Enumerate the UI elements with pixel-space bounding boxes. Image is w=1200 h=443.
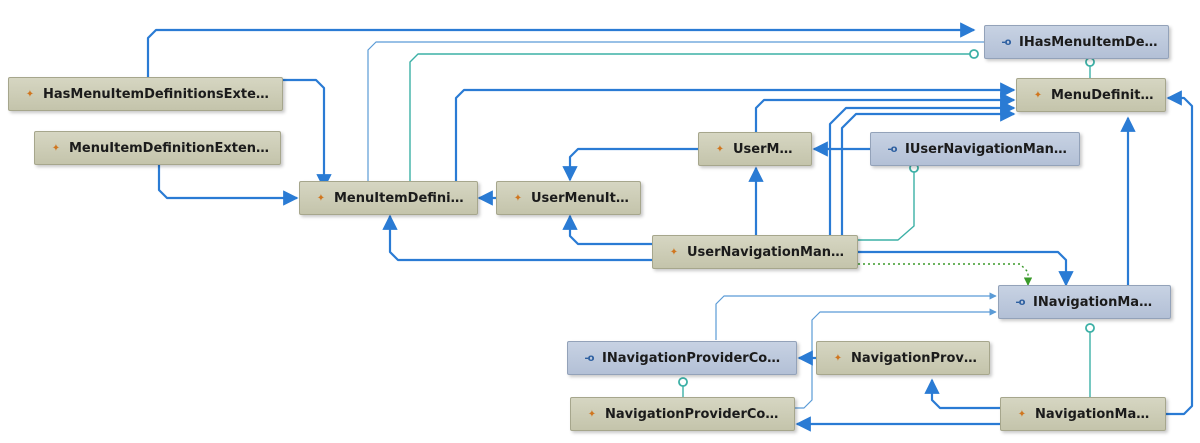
edge-usernavigationmanager-to-usermenuitem xyxy=(562,214,652,246)
edge-usermenu-to-menudefinition xyxy=(754,92,1016,132)
static-class-icon: ✦ xyxy=(25,88,35,100)
class-icon: ✦ xyxy=(513,192,523,204)
edge-hmide-to-ihasmenuitemdefinitions xyxy=(146,22,976,77)
node-has-menu-item-definitions-extensions[interactable]: ✦ HasMenuItemDefinitionsExtensions xyxy=(8,77,283,111)
edge-inavigationprovidercontext-to-inavigationmanager xyxy=(715,292,997,340)
edge-navigationmanager-to-navigationprovider xyxy=(924,378,1000,410)
node-user-menu[interactable]: ✦ UserMenu xyxy=(698,132,812,166)
node-label: NavigationProvider xyxy=(851,350,979,366)
node-navigation-provider-context[interactable]: ✦ NavigationProviderContext xyxy=(570,397,795,431)
class-icon: ✦ xyxy=(833,352,843,364)
interface-icon: -o xyxy=(584,352,594,364)
class-icon: ✦ xyxy=(715,143,725,155)
node-label: MenuDefinition xyxy=(1051,87,1155,103)
node-i-user-navigation-manager[interactable]: -o IUserNavigationManager xyxy=(870,132,1080,166)
node-label: MenuItemDefinition xyxy=(334,190,467,206)
node-label: MenuItemDefinitionExtensions xyxy=(69,140,270,156)
node-label: HasMenuItemDefinitionsExtensions xyxy=(43,86,272,102)
node-navigation-provider[interactable]: ✦ NavigationProvider xyxy=(816,341,990,375)
edge-usernavigationmanager-depends-inavigationmanager xyxy=(858,263,1033,286)
node-label: INavigationProviderContext xyxy=(602,350,786,366)
node-user-navigation-manager[interactable]: ✦ UserNavigationManager xyxy=(652,235,858,269)
edge-usernavigationmanager-to-iusernavigationmanager xyxy=(858,163,919,241)
node-menu-definition[interactable]: ✦ MenuDefinition xyxy=(1016,78,1166,112)
edge-navigationmanager-to-menudefinition xyxy=(1166,90,1194,416)
node-user-menu-item[interactable]: ✦ UserMenuItem xyxy=(496,181,641,215)
node-i-has-menu-item-definitions[interactable]: -o IHasMenuItemDefinitions xyxy=(984,25,1169,59)
node-label: NavigationManager xyxy=(1035,406,1155,422)
interface-icon: -o xyxy=(1015,296,1025,308)
node-label: UserMenu xyxy=(733,141,801,157)
edge-hmide-to-menuitemdefinition xyxy=(283,78,332,190)
node-menu-item-definition[interactable]: ✦ MenuItemDefinition xyxy=(299,181,478,215)
node-label: NavigationProviderContext xyxy=(605,406,784,422)
class-icon: ✦ xyxy=(1033,89,1043,101)
class-icon: ✦ xyxy=(1017,408,1027,420)
node-label: UserNavigationManager xyxy=(687,244,847,260)
node-label: INavigationManager xyxy=(1033,294,1160,310)
static-class-icon: ✦ xyxy=(51,142,61,154)
edge-mide-to-menuitemdefinition xyxy=(157,164,299,206)
node-i-navigation-manager[interactable]: -o INavigationManager xyxy=(998,285,1171,319)
node-menu-item-definition-extensions[interactable]: ✦ MenuItemDefinitionExtensions xyxy=(34,131,281,165)
node-label: IHasMenuItemDefinitions xyxy=(1019,34,1158,50)
node-i-navigation-provider-context[interactable]: -o INavigationProviderContext xyxy=(567,341,797,375)
edge-usermenu-to-usermenuitem xyxy=(562,147,698,182)
edge-usernavigationmanager-to-menudefinition-a xyxy=(828,100,1016,235)
interface-icon: -o xyxy=(1001,36,1011,48)
interface-icon: -o xyxy=(887,143,897,155)
class-icon: ✦ xyxy=(669,246,679,258)
node-label: UserMenuItem xyxy=(531,190,630,206)
node-label: IUserNavigationManager xyxy=(905,141,1069,157)
class-icon: ✦ xyxy=(587,408,597,420)
edge-ihasmenuitemdefinitions-to-menuitemdefinition xyxy=(364,41,984,189)
node-navigation-manager[interactable]: ✦ NavigationManager xyxy=(1000,397,1166,431)
edge-usernavigationmanager-to-menuitemdefinition xyxy=(382,214,652,262)
class-icon: ✦ xyxy=(316,192,326,204)
edge-usernavigationmanager-to-inavigationmanager xyxy=(858,250,1074,287)
